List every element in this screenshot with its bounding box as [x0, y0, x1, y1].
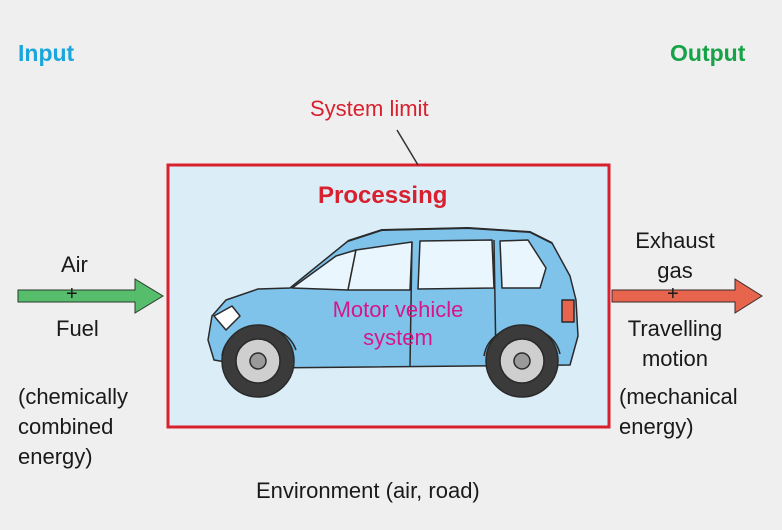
output-note-line-1: (mechanical	[619, 384, 738, 409]
car-roof-edge	[347, 227, 553, 244]
car-door-line-1	[409, 241, 413, 367]
input-plus-sign: +	[66, 283, 78, 305]
output-energy-note: (mechanical energy)	[619, 382, 738, 442]
processing-label: Processing	[318, 182, 448, 209]
output-top-line-1: Exhaust	[635, 228, 715, 253]
output-top-line-2: gas	[657, 258, 693, 283]
car-tail-light	[561, 299, 575, 323]
output-arrow	[611, 278, 763, 314]
vehicle-label-line-2: system	[363, 325, 433, 350]
input-note-line-1: (chemically	[18, 384, 129, 409]
output-bottom-line-1: Travelling	[627, 316, 723, 341]
input-arrow	[17, 278, 164, 314]
input-note-line-2: combined	[18, 414, 114, 439]
input-note-line-3: energy)	[18, 444, 93, 469]
output-heading: Output	[670, 40, 746, 66]
system-limit-label: System limit	[310, 96, 429, 121]
output-motion-label: Travelling motion	[612, 314, 738, 374]
input-heading: Input	[18, 40, 75, 66]
system-limit-leader	[396, 129, 419, 166]
input-fuel-label: Fuel	[56, 316, 99, 341]
car-window-back	[499, 239, 547, 289]
output-bottom-line-2: motion	[641, 346, 709, 371]
car-window-rear	[417, 239, 495, 290]
car-illustration	[207, 227, 579, 398]
car-headlight	[213, 305, 241, 331]
environment-label: Environment (air, road)	[256, 478, 480, 503]
output-note-line-2: energy)	[619, 414, 694, 439]
input-air-label: Air	[61, 252, 88, 277]
input-energy-note: (chemically combined energy)	[18, 382, 128, 472]
output-plus-sign: +	[667, 283, 679, 305]
vehicle-system-label: Motor vehicle system	[310, 296, 486, 352]
output-exhaust-label: Exhaust gas	[615, 226, 735, 286]
car-window-mid	[347, 241, 413, 291]
vehicle-label-line-1: Motor vehicle	[332, 297, 464, 322]
